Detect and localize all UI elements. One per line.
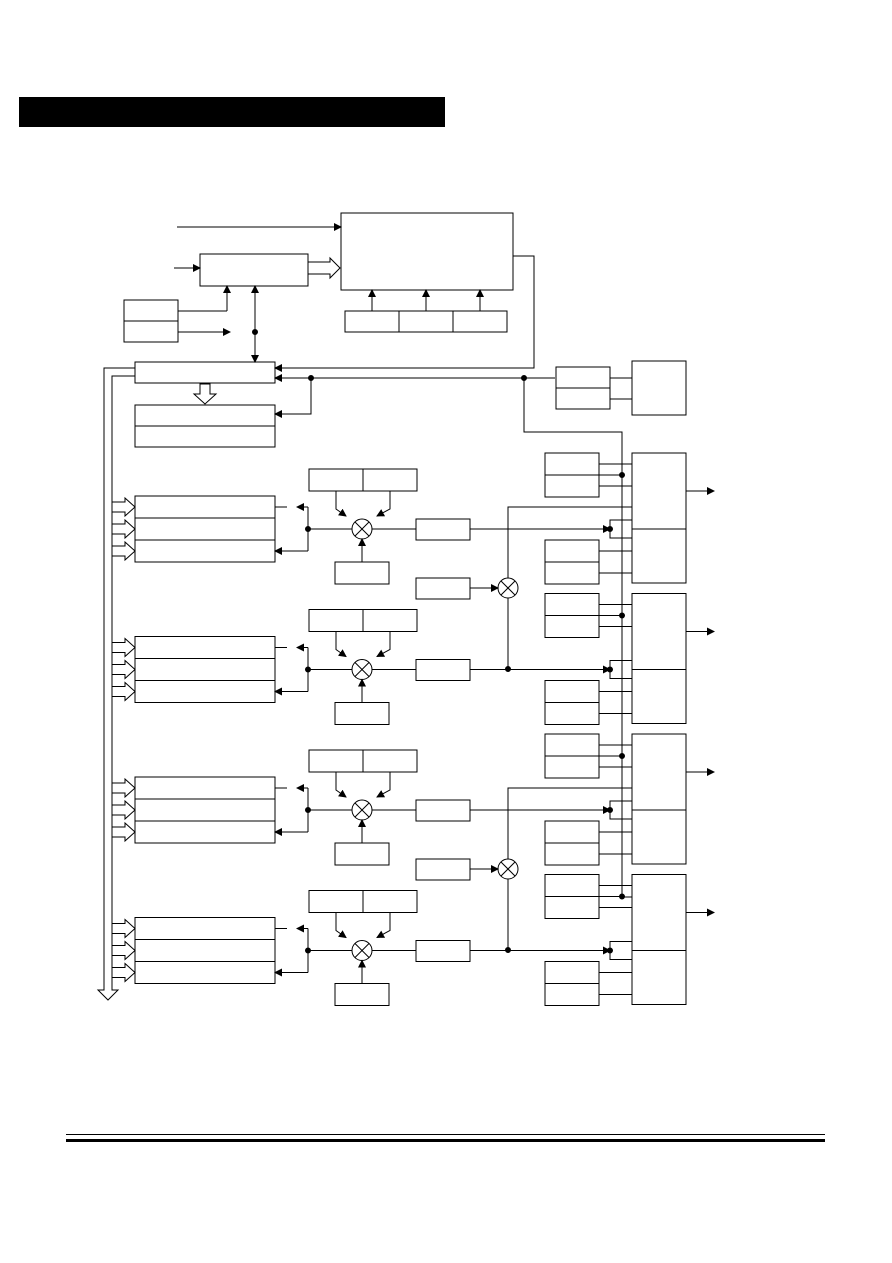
bus-register (134, 361, 276, 384)
right-reg-3 (544, 961, 600, 984)
small-reg-top (123, 299, 179, 322)
param-block-b (362, 749, 418, 773)
bus-tap-arrow (112, 918, 136, 939)
bus-tap-arrow (112, 637, 136, 658)
param-block-b (362, 609, 418, 632)
bus-tap-arrow (112, 496, 136, 518)
sub-block-a (344, 310, 400, 333)
sub-block-b (398, 310, 454, 333)
driver-block-top (631, 733, 687, 811)
right-reg-2 (544, 896, 600, 919)
interface-block (199, 253, 309, 287)
right-reg-2 (544, 615, 600, 638)
channel-register-2 (134, 517, 276, 541)
param-block-a (308, 468, 364, 492)
bus-tap-arrow (112, 777, 136, 799)
right-reg-1 (544, 593, 600, 616)
channel-register-3 (134, 680, 276, 703)
channel-register-2 (134, 939, 276, 962)
input-block (334, 702, 390, 725)
channel-register-1 (134, 495, 276, 519)
junction-dot (505, 947, 511, 953)
sub-block-c (452, 310, 508, 333)
driver-block-bottom (631, 669, 687, 724)
right-reg-2 (544, 755, 600, 779)
driver-block-top (631, 593, 687, 670)
right-reg-4 (544, 702, 600, 725)
channel-register-3 (134, 961, 276, 984)
driver-block-bottom (631, 528, 687, 584)
input-block (334, 983, 390, 1006)
right-reg-3 (544, 680, 600, 703)
mixer-input-block (415, 577, 471, 600)
param-block-b (362, 468, 418, 492)
output-block (415, 940, 471, 962)
section-title-bar (19, 97, 445, 127)
param-block-b (362, 890, 418, 913)
bus-tap-arrow (112, 821, 136, 843)
right-reg-1 (544, 733, 600, 757)
right-reg-4 (544, 842, 600, 866)
config-register-bottom (134, 425, 276, 448)
param-block-a (308, 890, 364, 913)
footer-rule (66, 1134, 825, 1143)
param-block-a (308, 749, 364, 773)
right-reg-1 (544, 452, 600, 476)
bus-tap-arrow (112, 962, 136, 983)
status-output-block (631, 360, 687, 416)
config-register-top (134, 404, 276, 427)
driver-block-top (631, 874, 687, 951)
driver-block-top (631, 452, 687, 530)
input-block (334, 842, 390, 866)
driver-block-bottom (631, 950, 687, 1005)
bus-tap-arrow (112, 799, 136, 821)
channel-register-1 (134, 917, 276, 940)
status-reg-top (555, 366, 611, 389)
right-reg-1 (544, 874, 600, 897)
right-reg-4 (544, 983, 600, 1006)
junction-dot (505, 666, 511, 672)
channel-register-2 (134, 658, 276, 681)
right-reg-3 (544, 820, 600, 844)
bus-tap-arrow (112, 681, 136, 702)
param-block-a (308, 609, 364, 632)
driver-block-bottom (631, 809, 687, 865)
bus-tap-arrow (112, 659, 136, 680)
bus-tap-arrow (112, 518, 136, 540)
output-block (415, 799, 471, 822)
right-reg-4 (544, 561, 600, 585)
channel-register-3 (134, 539, 276, 563)
channel-register-3 (134, 820, 276, 844)
mixer-input-block (415, 858, 471, 881)
right-reg-3 (544, 539, 600, 563)
bus-tap-arrow (112, 540, 136, 562)
small-reg-bottom (123, 320, 179, 343)
channel-register-1 (134, 776, 276, 800)
input-block (334, 561, 390, 585)
right-reg-2 (544, 474, 600, 498)
output-block (415, 659, 471, 681)
channel-register-1 (134, 636, 276, 659)
bus-tap-arrow (112, 940, 136, 961)
status-reg-bottom (555, 387, 611, 410)
channel-register-2 (134, 798, 276, 822)
main-control-block (340, 212, 514, 291)
output-block (415, 518, 471, 541)
